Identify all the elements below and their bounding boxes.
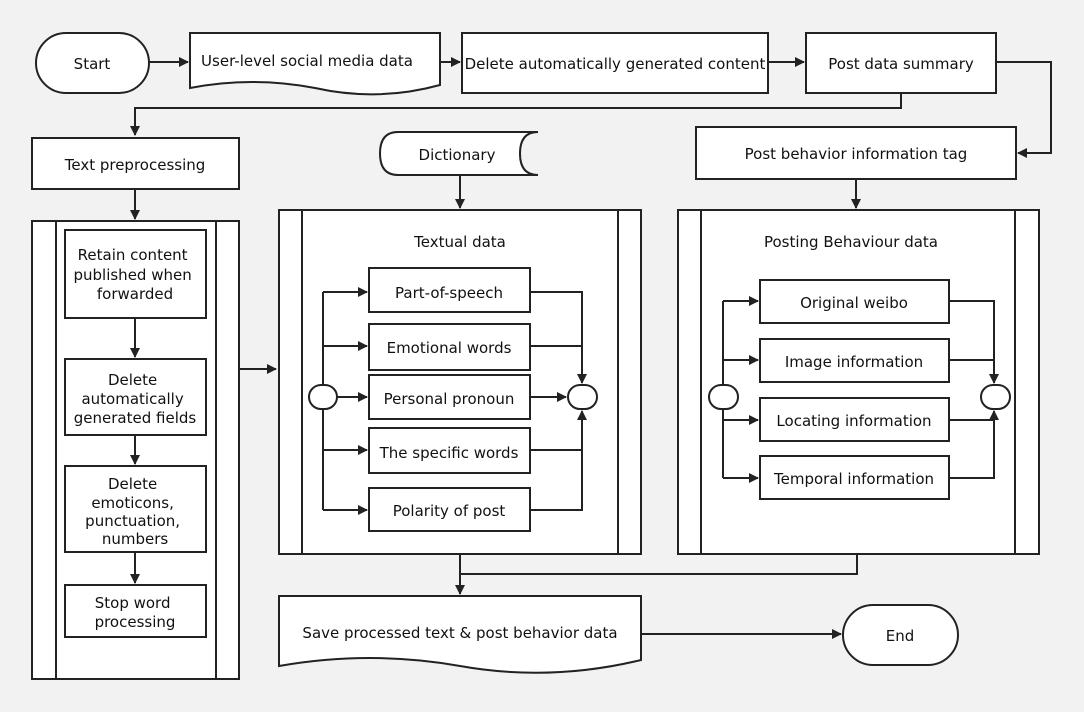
behaviour-item-image: Image information	[759, 338, 950, 383]
end-node: End	[842, 604, 959, 666]
dictionary-node: Dictionary	[378, 131, 539, 176]
behaviour-item-label: Locating information	[776, 412, 931, 430]
end-label: End	[886, 627, 915, 645]
step-emoticons-line-4: numbers	[102, 530, 169, 548]
delete-auto-content-label: Delete automatically generated content	[465, 55, 766, 73]
behaviour-item-original: Original weibo	[759, 279, 950, 324]
svg-text:Delete emoticons,: Delete emoticons, punctuation, numbers	[85, 475, 185, 548]
textual-item-label: Personal pronoun	[384, 390, 515, 408]
textual-item-label: Emotional words	[387, 339, 512, 357]
preprocess-step-stopword: Stop word processing	[64, 584, 207, 638]
step-retain-line-2: published when	[73, 266, 191, 284]
step-fields-line-2: automatically	[81, 390, 183, 408]
post-summary-node: Post data summary	[805, 32, 997, 94]
save-label: Save processed text & post behavior data	[302, 624, 617, 642]
behaviour-item-label: Temporal information	[773, 470, 934, 488]
step-stopword-line-2: processing	[95, 613, 176, 631]
svg-text:Retain content published: Retain content published when forwarded	[73, 246, 196, 303]
step-emoticons-line-1: Delete	[108, 475, 157, 493]
arrow-summary-to-preprocessing	[130, 93, 902, 136]
textual-split-connector	[308, 384, 338, 410]
behaviour-split-connector	[708, 384, 739, 410]
step-stopword-line-1: Stop word	[95, 594, 171, 612]
behaviour-item-label: Original weibo	[800, 294, 908, 312]
svg-text:Stop word processing: Stop word processing	[95, 594, 176, 631]
text-preprocessing-label: Text preprocessing	[64, 156, 206, 174]
post-behavior-tag-node: Post behavior information tag	[695, 126, 1017, 180]
textual-item-label: Part-of-speech	[395, 284, 503, 302]
step-fields-line-1: Delete	[108, 371, 157, 389]
preprocess-step-delete-emoticons: Delete emoticons, punctuation, numbers	[64, 465, 207, 553]
dictionary-label: Dictionary	[419, 146, 496, 164]
textual-item-polarity: Polarity of post	[368, 487, 531, 532]
svg-text:Delete automatically: Delete automatically generated fields	[74, 371, 197, 427]
textual-merge-connector	[567, 384, 598, 410]
step-emoticons-line-3: punctuation,	[85, 512, 180, 530]
textual-item-specific: The specific words	[368, 427, 531, 474]
post-behavior-tag-label: Post behavior information tag	[745, 145, 968, 163]
text-preprocessing-node: Text preprocessing	[31, 137, 240, 190]
start-label: Start	[74, 55, 111, 73]
behaviour-item-locating: Locating information	[759, 397, 950, 442]
textual-item-pronoun: Personal pronoun	[368, 374, 531, 420]
user-data-node: User-level social media data	[189, 32, 441, 96]
user-data-label: User-level social media data	[201, 52, 413, 70]
textual-data-title: Textual data	[413, 233, 506, 251]
step-retain-line-3: forwarded	[97, 285, 173, 303]
step-emoticons-line-2: emoticons,	[91, 494, 174, 512]
step-fields-line-3: generated fields	[74, 409, 197, 427]
start-node: Start	[35, 32, 150, 94]
textual-item-label: Polarity of post	[393, 502, 506, 520]
preprocess-step-retain: Retain content published when forwarded	[64, 229, 207, 319]
post-summary-label: Post data summary	[828, 55, 974, 73]
arrow-summary-to-tag	[996, 61, 1052, 158]
behaviour-item-label: Image information	[785, 353, 923, 371]
textual-item-pos: Part-of-speech	[368, 267, 531, 313]
behaviour-item-temporal: Temporal information	[759, 455, 950, 500]
textual-item-emotional: Emotional words	[368, 323, 531, 371]
textual-item-label: The specific words	[379, 444, 519, 462]
arrow-behaviour-to-merge	[460, 554, 858, 575]
behaviour-data-title: Posting Behaviour data	[764, 233, 938, 251]
preprocess-step-delete-fields: Delete automatically generated fields	[64, 358, 207, 436]
behaviour-merge-connector	[980, 384, 1011, 410]
step-retain-line-1: Retain content	[78, 246, 188, 264]
delete-auto-content-node: Delete automatically generated content	[461, 32, 769, 94]
behaviour-connectors	[722, 296, 999, 483]
save-node: Save processed text & post behavior data	[278, 595, 642, 674]
